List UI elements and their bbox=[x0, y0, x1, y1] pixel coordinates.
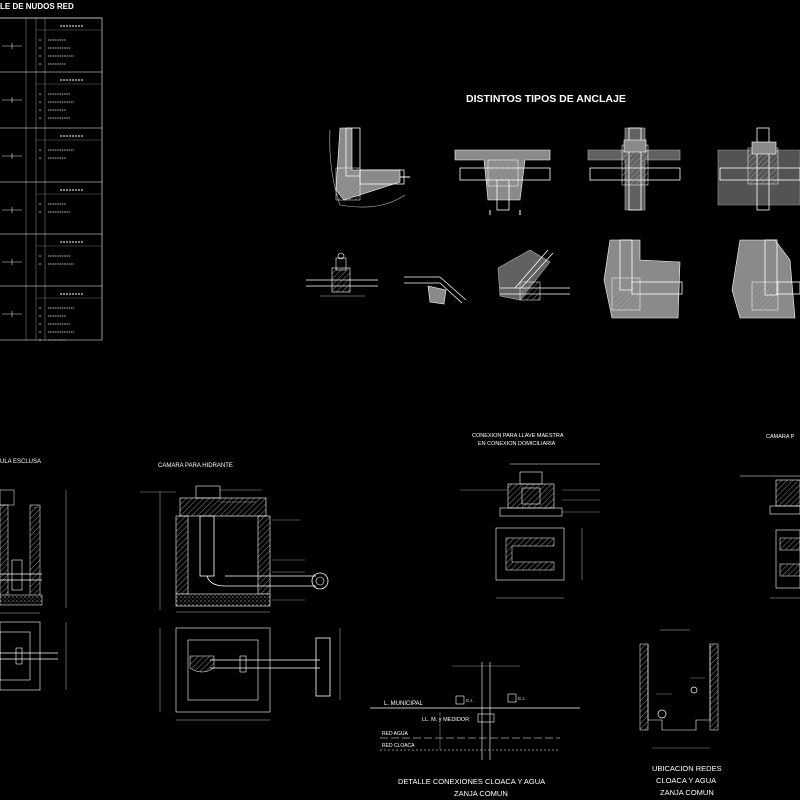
nodes-table: LE DE NUDOS RED bbox=[0, 2, 103, 341]
water-net-label: RED AGUA bbox=[382, 731, 409, 737]
hydrant-chamber-title: CAMARA PARA HIDRANTE bbox=[158, 463, 233, 469]
location-title-3: ZANJA COMUN bbox=[660, 788, 714, 797]
table-cell-number bbox=[39, 307, 41, 309]
anchor-elbow-1 bbox=[329, 127, 410, 208]
table-cell-number bbox=[39, 55, 41, 57]
anchor-elbow-2 bbox=[603, 239, 683, 319]
table-cell-number bbox=[39, 203, 41, 205]
anchor-tee-1 bbox=[454, 149, 551, 215]
anchor-cross-1 bbox=[587, 127, 681, 211]
nodes-table-title: LE DE NUDOS RED bbox=[0, 2, 74, 11]
sewer-net-label: RED CLOACA bbox=[382, 743, 415, 749]
svg-text:— —: — — bbox=[34, 505, 41, 509]
trench-detail bbox=[639, 629, 719, 749]
table-cell-number bbox=[39, 331, 41, 333]
hydrant-chamber-plan bbox=[159, 627, 341, 721]
anchor-bend-down bbox=[404, 276, 467, 305]
table-cell-number bbox=[39, 39, 41, 41]
connections-title-1: DETALLE CONEXIONES CLOACA Y AGUA bbox=[398, 777, 545, 786]
table-cell-number bbox=[39, 263, 41, 265]
municipal-line-label: L. MUNICIPAL bbox=[384, 701, 424, 707]
table-cell-number bbox=[39, 101, 41, 103]
table-cell-number bbox=[39, 211, 41, 213]
table-cell-number bbox=[39, 93, 41, 95]
master-key-title-1: CONEXION PARA LLAVE MAESTRA bbox=[472, 433, 564, 439]
ci-label-left: C.I. bbox=[466, 698, 473, 703]
valve-chamber-title: ULA ESCLUSA bbox=[0, 459, 41, 465]
ci-label-right: C.I. bbox=[518, 696, 525, 701]
anchor-elbow-3 bbox=[731, 239, 800, 319]
anchors-title: DISTINTOS TIPOS DE ANCLAJE bbox=[466, 93, 626, 105]
table-cell-number bbox=[39, 109, 41, 111]
hydrant-chamber-section bbox=[140, 485, 329, 613]
table-cell-number bbox=[39, 157, 41, 159]
table-cell-number bbox=[39, 255, 41, 257]
master-key-title-2: EN CONEXION DOMICILIARIA bbox=[478, 441, 556, 447]
anchor-valve bbox=[306, 252, 378, 297]
right-chamber-title: CAMARA P bbox=[766, 434, 795, 440]
connections-title-2: ZANJA COMUN bbox=[454, 789, 508, 798]
location-title-2: CLOACA Y AGUA bbox=[656, 776, 716, 785]
anchor-cross-2 bbox=[717, 127, 800, 211]
master-key-plan bbox=[495, 527, 583, 599]
right-chamber-section bbox=[740, 475, 800, 599]
valve-chamber-section: — — bbox=[0, 489, 67, 614]
master-key-section bbox=[460, 463, 600, 517]
table-cell-number bbox=[39, 339, 41, 341]
table-cell-number bbox=[39, 323, 41, 325]
meter-label: LL. M. y MEDIDOR bbox=[422, 717, 469, 723]
connections-detail: L. MUNICIPAL C.I. C.I. LL. M. y MEDIDOR … bbox=[370, 662, 580, 760]
table-cell-number bbox=[39, 117, 41, 119]
table-cell-number bbox=[39, 315, 41, 317]
table-cell-number bbox=[39, 47, 41, 49]
table-cell-number bbox=[39, 149, 41, 151]
anchor-bend-up bbox=[497, 249, 570, 301]
location-title-1: UBICACION REDES bbox=[652, 764, 722, 773]
valve-chamber-plan bbox=[0, 621, 67, 691]
table-cell-number bbox=[39, 63, 41, 65]
